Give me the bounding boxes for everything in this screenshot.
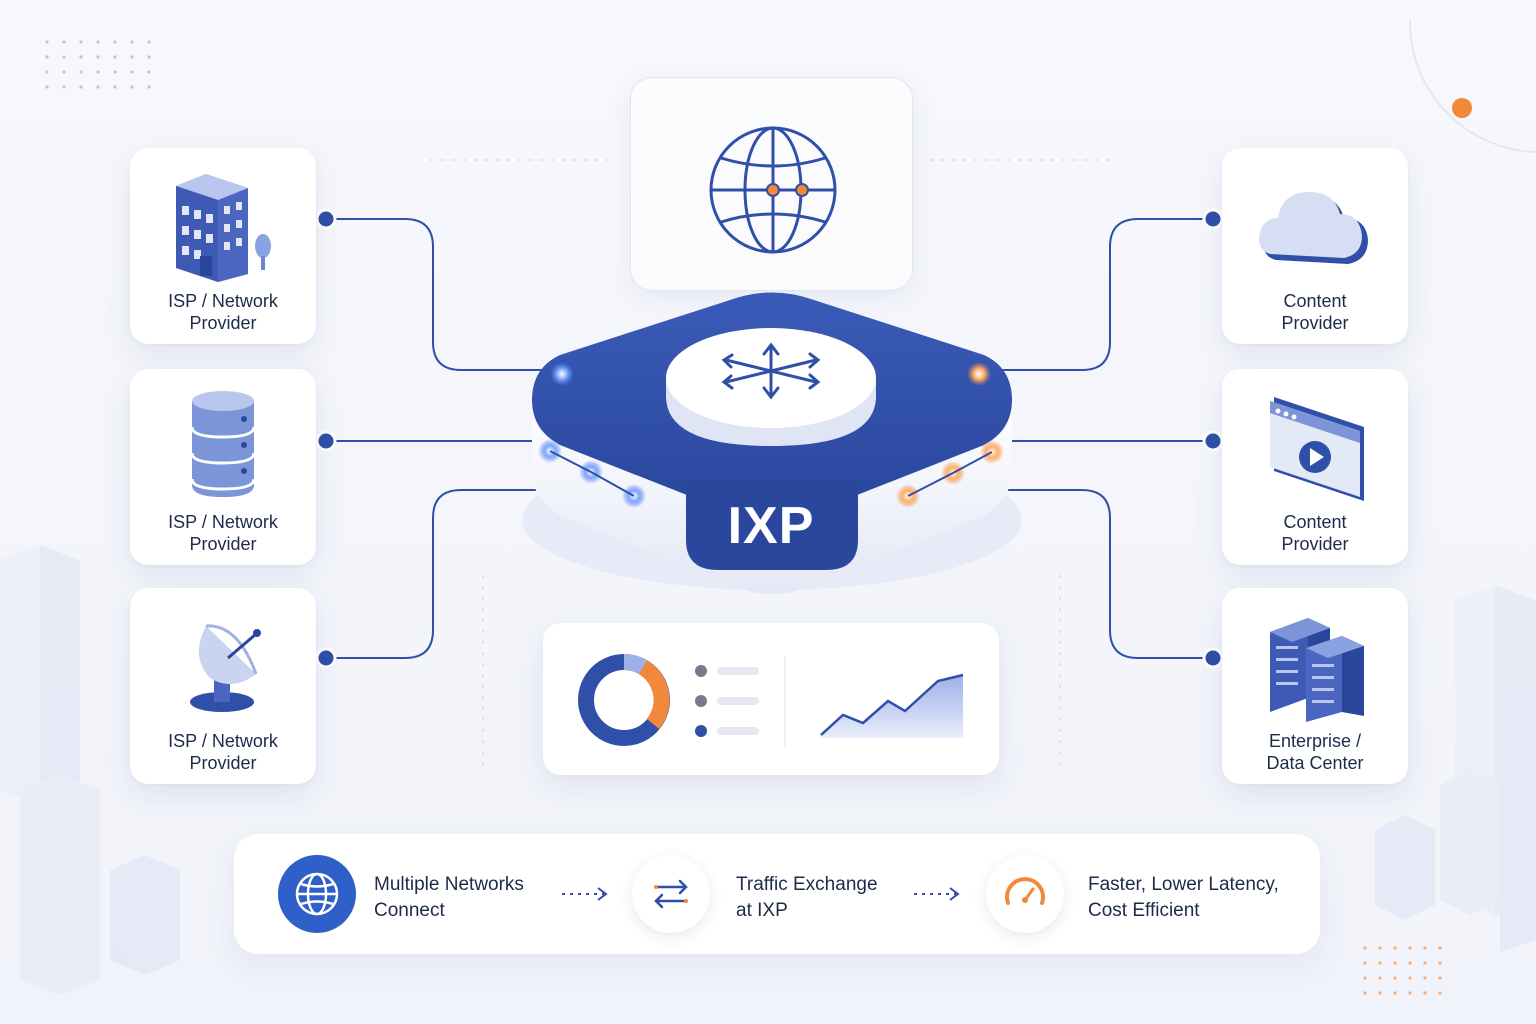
connection-lines-right — [910, 218, 1213, 659]
satellite-dish-icon — [190, 624, 261, 712]
globe-icon — [709, 126, 837, 254]
content-provider-node-card: Content Provider — [1222, 148, 1408, 344]
step-text: Faster, Lower Latency, Cost Efficient — [1088, 874, 1279, 921]
dotted-arrow-icon — [914, 887, 960, 901]
database-server-icon — [190, 391, 256, 497]
content-provider-node-card: Content Provider — [1222, 369, 1408, 565]
area-chart-icon — [820, 673, 964, 738]
connector-dot — [315, 430, 337, 452]
connector-dot — [1202, 647, 1224, 669]
decorative-orange-dot — [1452, 98, 1472, 118]
connector-dot — [315, 647, 337, 669]
node-label: ISP / Network Provider — [168, 731, 278, 773]
dashed-guides — [430, 159, 1110, 770]
speedometer-icon — [986, 855, 1064, 933]
video-player-window-icon — [1270, 397, 1364, 501]
connector-dot — [1202, 208, 1224, 230]
background-buildings — [0, 545, 1536, 995]
server-rack-icon — [1270, 618, 1364, 722]
node-label: Content Provider — [1281, 291, 1349, 333]
connector-dot — [315, 208, 337, 230]
office-building-icon — [176, 174, 271, 282]
exchange-arrows-icon — [632, 855, 710, 933]
traffic-stats-card — [543, 623, 999, 775]
globe-icon — [278, 855, 356, 933]
node-label: ISP / Network Provider — [168, 291, 278, 333]
connector-dot — [1202, 430, 1224, 452]
donut-chart-icon — [578, 653, 670, 746]
node-label: Enterprise / Data Center — [1266, 731, 1364, 773]
ixp-device — [522, 292, 1022, 594]
dotted-arrow-icon — [562, 887, 608, 901]
decorative-dot-grid — [45, 40, 151, 89]
ixp-label: IXP — [727, 497, 815, 555]
isp-node-card: ISP / Network Provider — [130, 148, 316, 344]
isp-node-card: ISP / Network Provider — [130, 369, 316, 565]
decorative-dot-grid-orange — [1363, 946, 1442, 995]
legend-list-icon — [695, 665, 759, 737]
node-label: Content Provider — [1281, 512, 1349, 554]
node-label: ISP / Network Provider — [168, 512, 278, 554]
cloud-icon — [1259, 192, 1368, 264]
isp-node-card: ISP / Network Provider — [130, 588, 316, 784]
connection-lines-left — [326, 218, 630, 659]
stats-graphics — [578, 653, 964, 747]
hub-arrows-icon — [721, 342, 821, 400]
process-flow-bar: Multiple Networks Connect Traffic Exchan… — [234, 834, 1320, 954]
step-text: Multiple Networks Connect — [374, 874, 524, 921]
step-text: Traffic Exchange at IXP — [736, 874, 878, 921]
data-center-node-card: Enterprise / Data Center — [1222, 588, 1408, 784]
decorative-arc — [1408, 19, 1536, 153]
internet-globe-panel — [630, 77, 913, 291]
